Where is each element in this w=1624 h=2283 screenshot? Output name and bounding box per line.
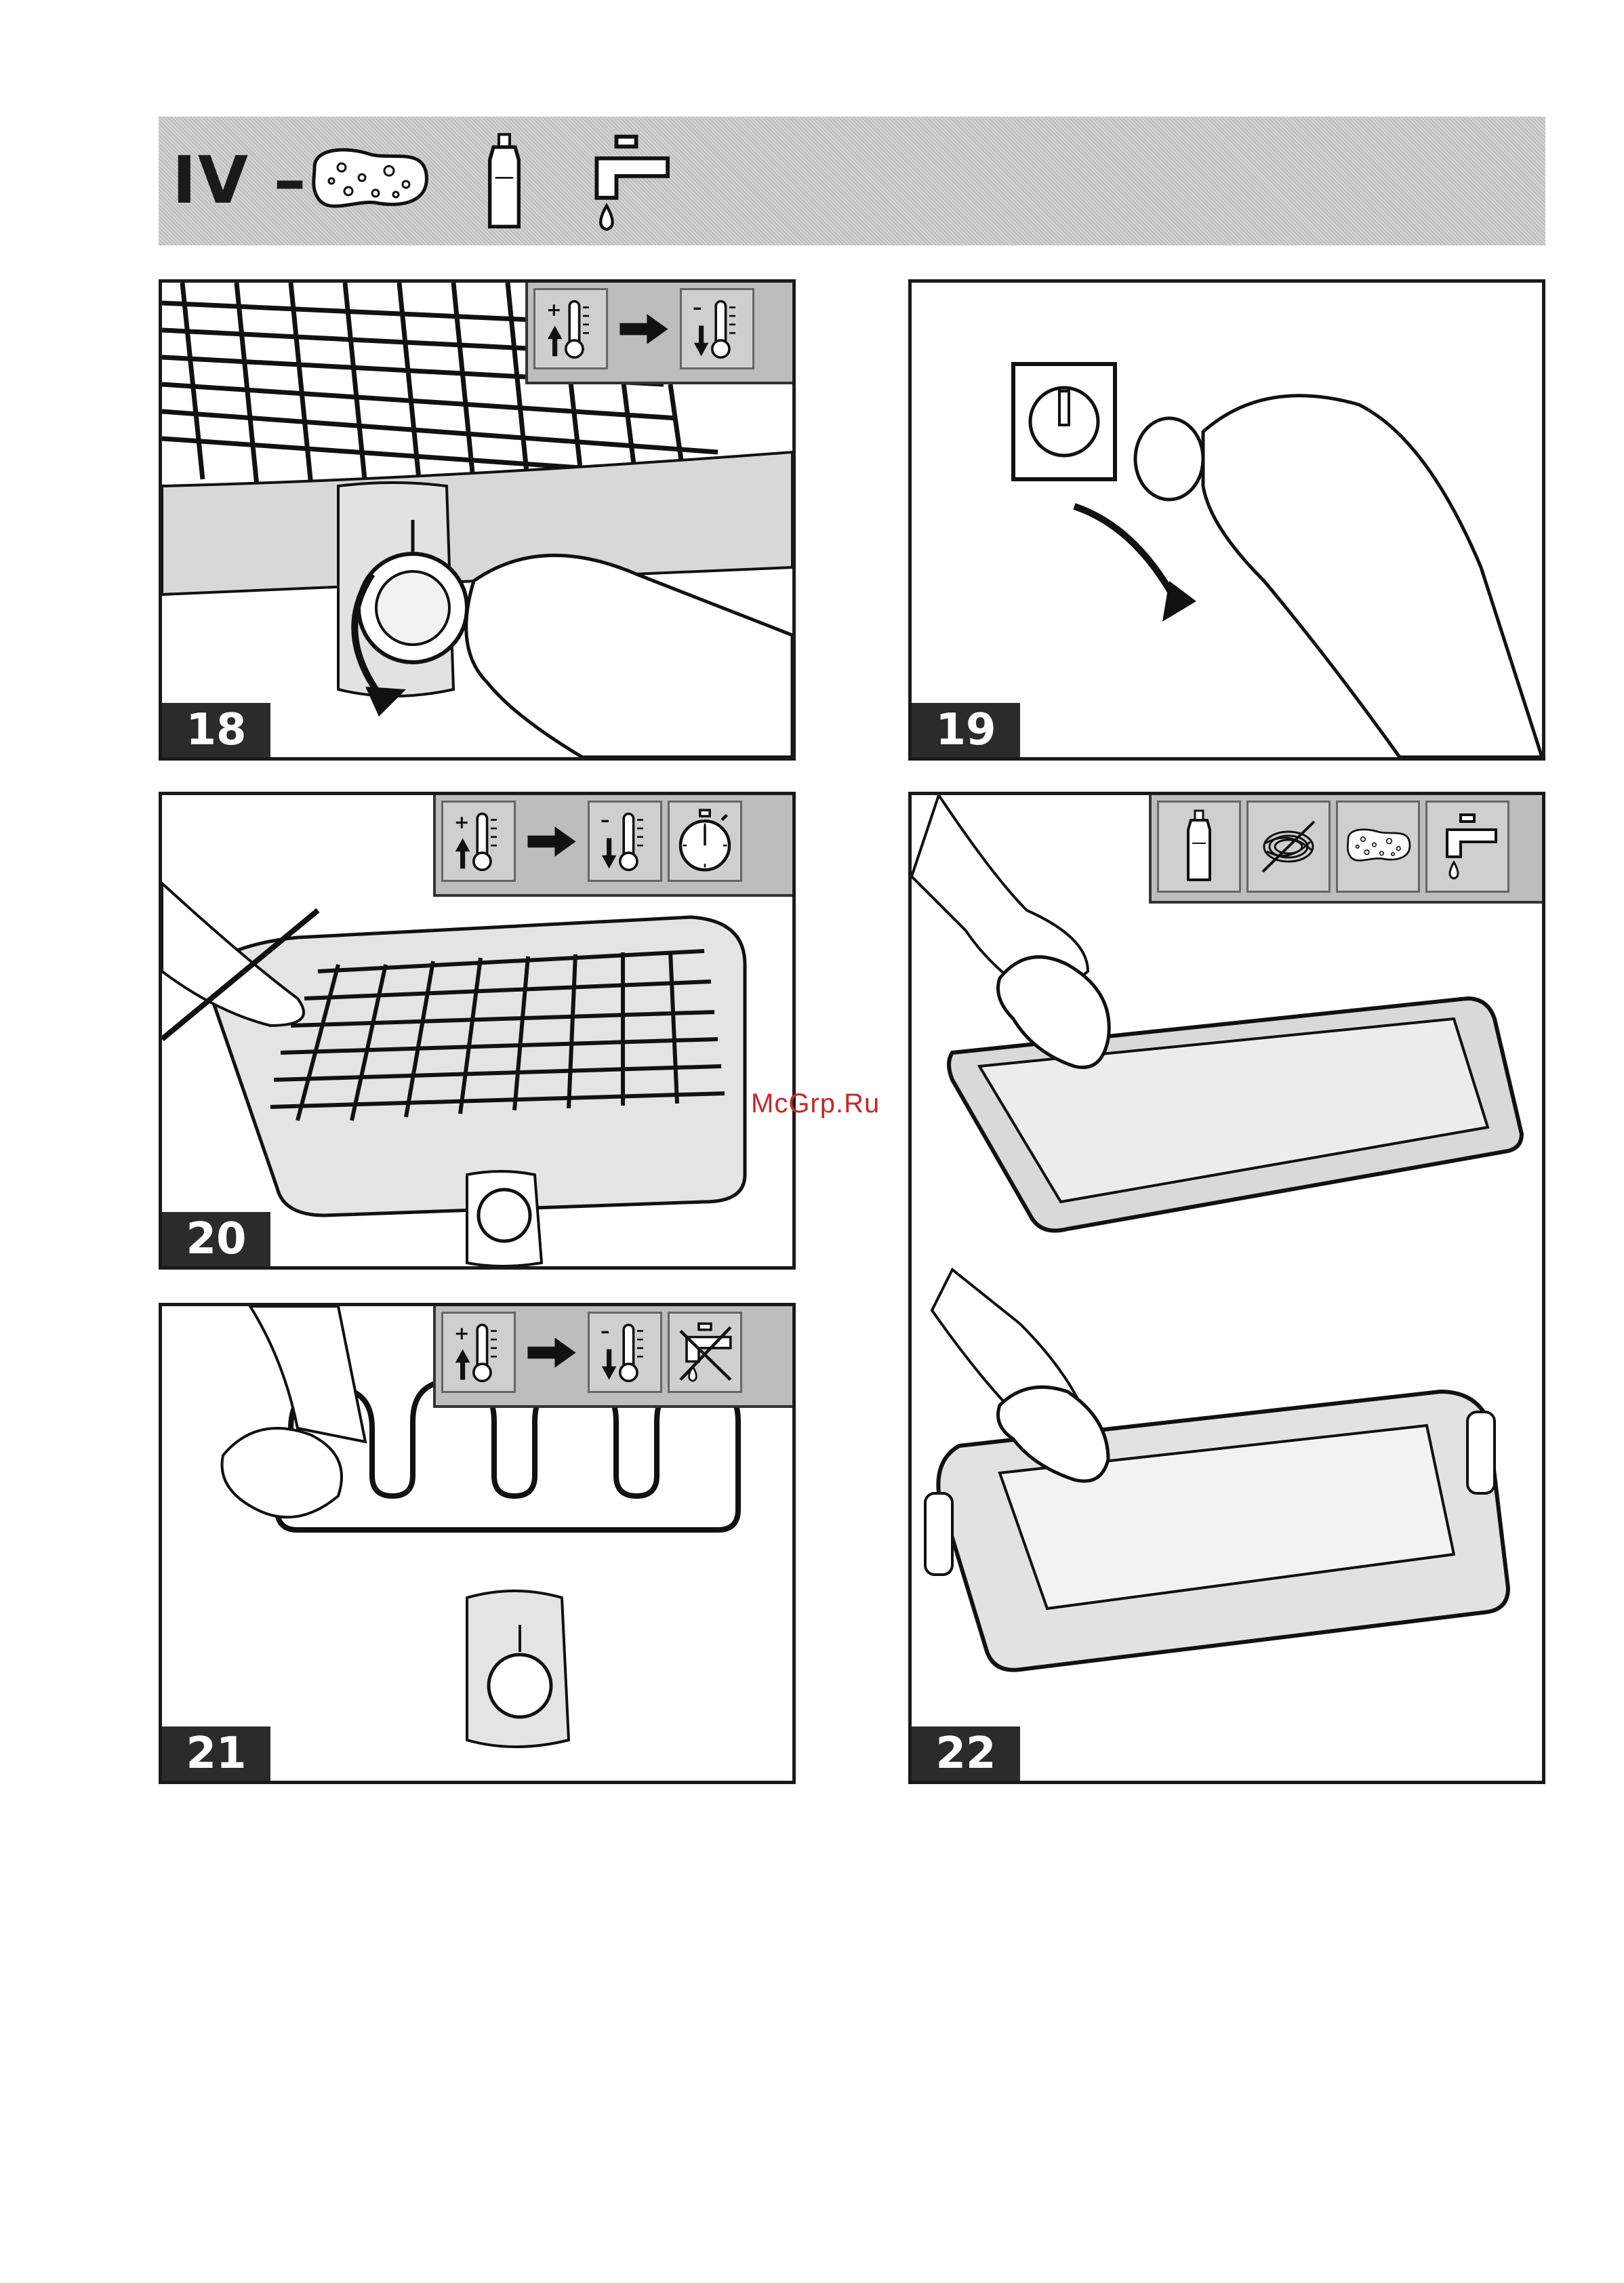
step-number-badge: 18 xyxy=(162,703,270,757)
section-header: IV – xyxy=(159,117,1545,245)
tray-washing-illustration xyxy=(912,795,1542,1781)
step-number-badge: 22 xyxy=(912,1726,1020,1781)
temperature-low-icon xyxy=(680,288,754,369)
sponge-icon xyxy=(1336,801,1420,893)
arrow-right-icon xyxy=(521,801,582,882)
temperature-high-icon xyxy=(533,288,608,369)
unplug-illustration xyxy=(912,283,1542,757)
section-title: IV – xyxy=(172,142,307,218)
no-scouring-pad-icon xyxy=(1246,801,1331,893)
no-water-tap-icon xyxy=(668,1312,742,1393)
panel-21-icon-bar xyxy=(433,1306,792,1408)
water-tap-icon xyxy=(565,129,687,237)
panel-18-icon-bar xyxy=(525,283,792,384)
panel-step-22: 22 xyxy=(908,792,1545,1784)
panel-step-18: 18 xyxy=(159,279,796,761)
temperature-high-icon xyxy=(441,1312,516,1393)
panel-step-19: 19 xyxy=(908,279,1545,761)
step-number-badge: 21 xyxy=(162,1726,270,1781)
stopwatch-icon xyxy=(668,801,742,882)
step-number-badge: 19 xyxy=(912,703,1020,757)
watermark-text: McGrp.Ru xyxy=(751,1089,880,1119)
panel-step-20: 20 xyxy=(159,792,796,1270)
water-tap-icon xyxy=(1425,801,1509,893)
panel-step-21: 21 xyxy=(159,1303,796,1784)
temperature-high-icon xyxy=(441,801,516,882)
detergent-bottle-icon xyxy=(477,132,531,233)
temperature-low-icon xyxy=(588,801,662,882)
arrow-right-icon xyxy=(521,1312,582,1393)
panel-22-icon-bar xyxy=(1149,795,1542,904)
step-number-badge: 20 xyxy=(162,1212,270,1266)
panel-20-icon-bar xyxy=(433,795,792,897)
detergent-bottle-icon xyxy=(1157,801,1241,893)
arrow-right-icon xyxy=(613,288,674,369)
sponge-icon xyxy=(301,137,437,225)
temperature-low-icon xyxy=(588,1312,662,1393)
